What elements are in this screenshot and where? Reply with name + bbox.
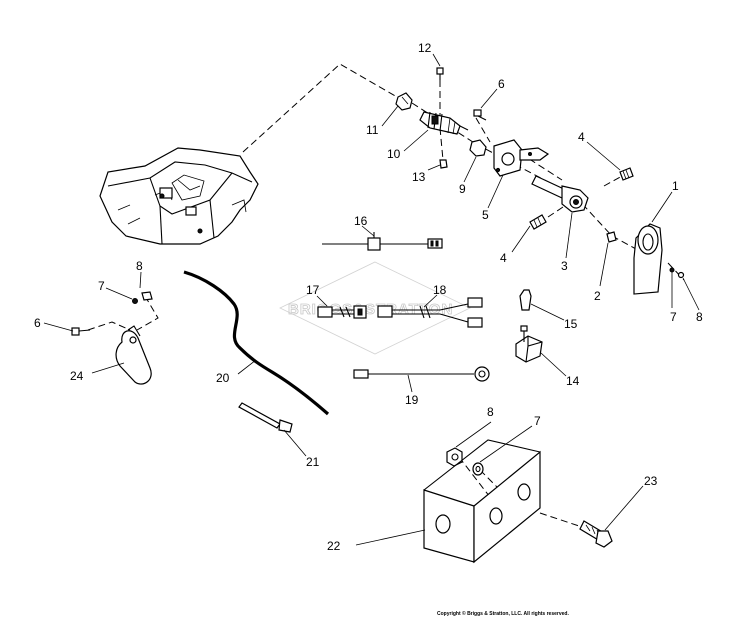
callout-7c: 7 xyxy=(534,414,541,428)
callout-11: 11 xyxy=(366,123,379,137)
part-1-cover xyxy=(633,223,663,295)
part-11-nut xyxy=(395,92,413,111)
engine-housing xyxy=(99,147,259,245)
part-21-tie-strap xyxy=(238,402,293,433)
part-20-hose xyxy=(183,270,330,416)
part-16-harness xyxy=(322,232,443,251)
callout-23: 23 xyxy=(644,474,658,488)
part-2-pin xyxy=(606,231,617,243)
callout-1: 1 xyxy=(672,179,679,193)
watermark: BRIGGS&STRATTON xyxy=(279,261,471,355)
callout-7a: 7 xyxy=(670,310,677,324)
callout-5: 5 xyxy=(482,208,489,222)
part-12-screw xyxy=(436,67,444,80)
copyright-notice: Copyright © Briggs & Stratton, LLC. All … xyxy=(437,611,569,617)
callout-12: 12 xyxy=(418,41,432,55)
callout-17: 17 xyxy=(306,283,320,297)
part-5-bracket xyxy=(493,139,550,177)
callout-16: 16 xyxy=(354,214,368,228)
callout-4a: 4 xyxy=(578,130,585,144)
callout-10: 10 xyxy=(387,147,401,161)
callout-6b: 6 xyxy=(34,316,41,330)
part-6-screw-top xyxy=(473,109,487,121)
callout-13: 13 xyxy=(412,170,426,184)
part-18-wire xyxy=(377,297,483,328)
callout-15: 15 xyxy=(564,317,578,331)
callout-4b: 4 xyxy=(500,251,507,265)
part-3-shaft xyxy=(531,175,589,213)
part-7-washer-bottom xyxy=(472,462,484,476)
callout-21: 21 xyxy=(306,455,320,469)
callout-14: 14 xyxy=(566,374,580,388)
callout-8c: 8 xyxy=(487,405,494,419)
callout-22: 22 xyxy=(327,539,341,553)
callout-6a: 6 xyxy=(498,77,505,91)
callout-24: 24 xyxy=(70,369,84,383)
callout-7b: 7 xyxy=(98,279,105,293)
callout-3: 3 xyxy=(561,259,568,273)
part-4-screw-left xyxy=(529,214,547,230)
callout-18: 18 xyxy=(433,283,447,297)
part-24-clamp xyxy=(115,325,152,385)
part-14-block xyxy=(515,325,543,363)
part-17-wire xyxy=(317,305,367,319)
part-22-bracket xyxy=(423,439,541,564)
leader-lines xyxy=(43,53,700,546)
part-10-switch xyxy=(419,111,469,135)
part-19-ground-wire xyxy=(353,366,490,382)
callouts: 1 2 3 4 4 5 6 6 7 7 7 8 8 8 9 10 11 12 1… xyxy=(34,41,703,553)
callout-19: 19 xyxy=(405,393,419,407)
part-23-bolt xyxy=(579,520,613,548)
part-13-nut xyxy=(439,159,448,169)
callout-9: 9 xyxy=(459,182,466,196)
callout-8b: 8 xyxy=(136,259,143,273)
callout-20: 20 xyxy=(216,371,230,385)
part-4-screw-right xyxy=(619,167,634,181)
part-8-nut-bottom xyxy=(446,447,463,467)
part-9-bushing xyxy=(469,139,487,157)
callout-8a: 8 xyxy=(696,310,703,324)
part-6-screw-left xyxy=(71,327,91,336)
part-7-8-left xyxy=(132,291,153,304)
callout-2: 2 xyxy=(594,289,601,303)
part-15-knob xyxy=(519,289,532,311)
